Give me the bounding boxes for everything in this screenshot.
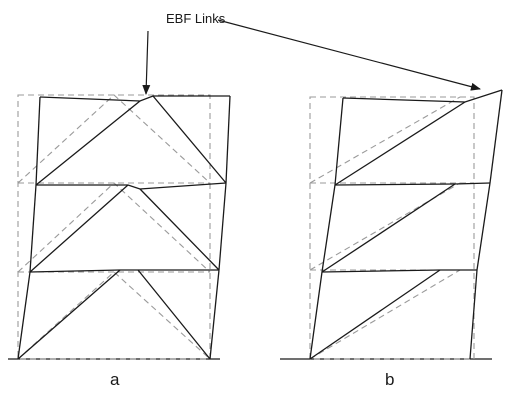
beam-a-3	[36, 182, 227, 190]
undeformed-outline-b	[309, 96, 475, 360]
undeformed-brace-b-1	[309, 269, 461, 360]
undeformed-frame-a	[17, 94, 211, 360]
column-b-left-3	[334, 97, 344, 186]
arrow-to-link-a	[142, 30, 151, 95]
deformed-frame-a	[17, 95, 231, 360]
undeformed-brace-b-3	[309, 96, 461, 184]
undeformed-frame-b	[309, 96, 475, 360]
undeformed-brace-a-1	[17, 271, 211, 360]
beam-b-roof	[342, 89, 503, 103]
column-b-right-2	[476, 182, 491, 271]
undeformed-outline-a	[17, 94, 211, 360]
column-b-left-2	[321, 184, 336, 273]
deformed-frame-b	[309, 89, 503, 360]
brace-a-2	[29, 184, 220, 273]
column-a-right-2	[218, 182, 227, 271]
ebf-links-annotation: EBF Links	[142, 11, 481, 95]
panel-label-b: b	[385, 370, 394, 389]
column-a-right-3	[225, 95, 231, 184]
arrow-to-link-b	[217, 19, 481, 91]
brace-b-3	[334, 101, 466, 186]
column-a-right-1	[209, 269, 220, 360]
column-b-right-3	[489, 89, 503, 184]
column-b-right-1	[469, 269, 478, 360]
column-a-left-1	[17, 271, 31, 360]
beam-a-2	[29, 269, 219, 273]
column-b-left-1	[309, 271, 323, 360]
brace-a-3	[35, 95, 227, 186]
column-a-left-3	[35, 96, 41, 186]
brace-b-1	[309, 269, 441, 360]
panel-label-a: a	[110, 370, 120, 389]
frame-panel-b: b	[280, 89, 503, 389]
column-a-left-2	[29, 184, 37, 273]
undeformed-brace-a-3	[17, 94, 211, 184]
ebf-links-label: EBF Links	[166, 11, 226, 26]
brace-b-2	[321, 183, 456, 273]
beam-a-roof	[39, 95, 230, 102]
undeformed-brace-a-2	[17, 182, 211, 273]
brace-a-1	[17, 269, 211, 360]
frame-panel-a: a	[8, 94, 231, 389]
